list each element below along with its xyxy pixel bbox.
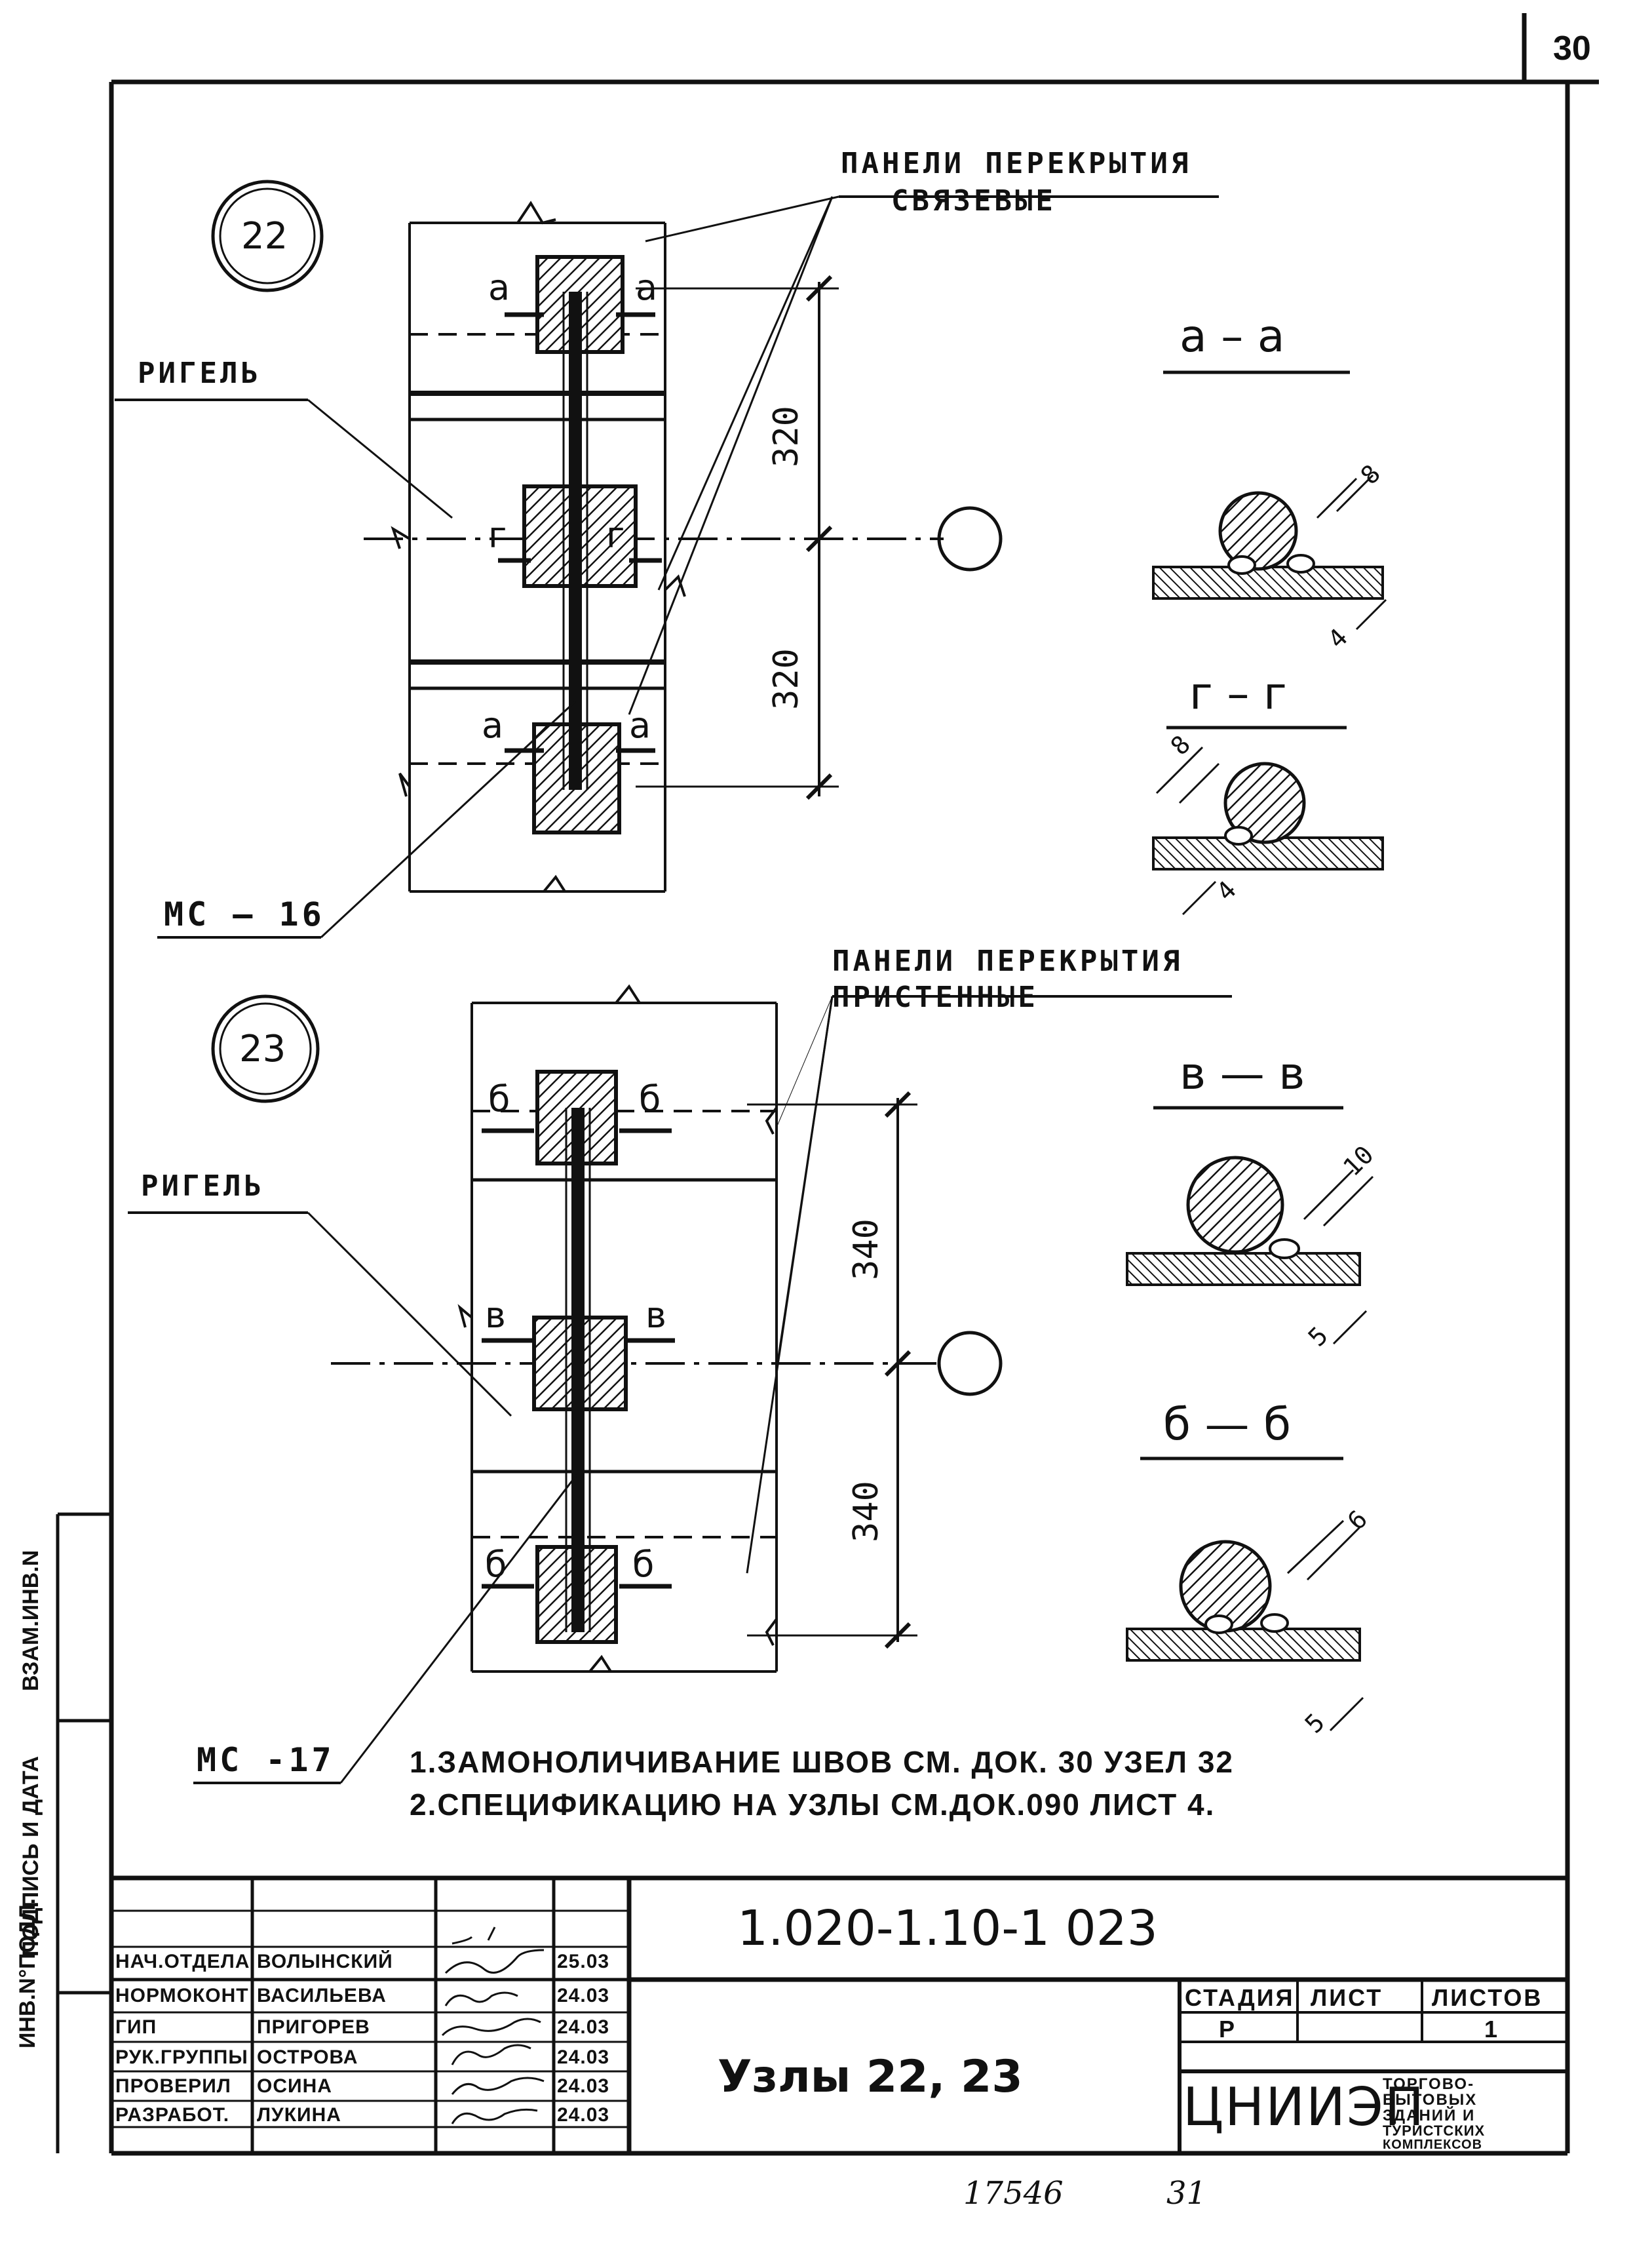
node-23-drawing [128,984,1232,1784]
org-desc-1: ТОРГОВО- [1383,2075,1475,2093]
staff-role: ГИП [115,2016,157,2038]
document-title: Узлы 22, 23 [718,2051,1023,2103]
staff-name: ЛУКИНА [257,2104,341,2126]
side-stamp-replace-inv: ВЗАМ.ИНВ.N [18,1550,43,1691]
archive-number: 17546 [963,2175,1064,2212]
side-stamp-sign-date: ПОДПИСЬ И ДАТА [18,1755,43,1957]
node-22-drawing [115,180,1219,939]
dimension-340-bottom: 340 [846,1481,886,1542]
mark-b-left-top: б [488,1078,510,1120]
dimension-340-top: 340 [846,1219,886,1280]
header-sheets: ЛИСТОВ [1432,1984,1543,2011]
section-bb-drawing [1126,1457,1364,1732]
label-rigel-bottom: РИГЕЛЬ [141,1169,265,1203]
title-block-grid [111,1875,1567,2153]
mark-b-right-top: б [639,1078,661,1120]
note-1: 1.ЗАМОНОЛИЧИВАНИЕ ШВОВ СМ. ДОК. 30 УЗЕЛ … [410,1745,1235,1779]
staff-date: 24.03 [557,1985,610,2006]
staff-role: РУК.ГРУППЫ [115,2046,248,2068]
mark-b-right-bottom: б [632,1544,655,1585]
staff-name: ОСТРОВА [257,2046,358,2068]
staff-name: ОСИНА [257,2075,332,2097]
staff-date: 24.03 [557,2046,610,2068]
staff-date: 24.03 [557,2016,610,2038]
dimension-320-bottom: 320 [766,648,806,710]
org-desc-3: ЗДАНИЙ И [1383,2107,1476,2124]
header-sheet: ЛИСТ [1311,1984,1383,2011]
staff-date: 24.03 [557,2075,610,2097]
staff-role: НОРМОКОНТ [115,1985,249,2006]
staff-date: 25.03 [557,1951,610,1972]
org-desc-5: КОМПЛЕКСОВ [1383,2138,1483,2152]
label-panels-wall-line2: ПРИСТЕННЫЕ [832,981,1039,1014]
staff-name: ВОЛЫНСКИЙ [257,1951,393,1972]
section-gg-title: г – г [1189,668,1287,720]
document-code: 1.020-1.10-1 023 [737,1900,1158,1957]
page-number: 30 [1553,29,1591,68]
label-panels-link-line1: ПАНЕЛИ ПЕРЕКРЫТИЯ [841,147,1192,180]
value-stage: Р [1219,2016,1235,2043]
value-sheets: 1 [1484,2016,1498,2043]
mark-b-left-bottom: б [485,1544,507,1585]
staff-date: 24.03 [557,2104,610,2126]
label-mc17: МС -17 [197,1741,335,1779]
mark-a-left-bottom: а [482,705,504,746]
signatures [441,1926,545,2124]
section-gg-drawing [1152,726,1384,916]
label-rigel-top: РИГЕЛЬ [138,357,261,390]
org-desc-4: ТУРИСТСКИХ [1383,2122,1486,2139]
mark-a-right-top: а [636,267,658,308]
section-bb-title: б — б [1163,1399,1292,1451]
staff-name: ВАСИЛЬЕВА [257,1985,387,2006]
staff-role: РАЗРАБОТ. [115,2104,230,2126]
staff-role: ПРОВЕРИЛ [115,2075,231,2097]
mark-v-right: в [645,1295,666,1336]
dimension-320-top: 320 [766,406,806,467]
node-23-number: 23 [239,1028,286,1070]
label-panels-link-line2: СВЯЗЕВЫЕ [891,184,1056,218]
mark-v-left: в [485,1295,506,1336]
document-number: 31 [1166,2175,1207,2212]
sheet-frame [56,13,1599,2156]
header-stage: СТАДИЯ [1185,1984,1295,2011]
mark-a-left-top: а [488,267,510,308]
section-aa-drawing [1152,370,1387,631]
node-22-number: 22 [241,215,288,258]
section-vv-title: в — в [1180,1048,1305,1100]
section-vv-drawing [1126,1106,1374,1345]
staff-role: НАЧ.ОТДЕЛА [115,1951,250,1972]
org-desc-2: БЫТОВЫХ [1383,2091,1478,2109]
staff-name: ПРИГОРЕВ [257,2016,370,2038]
section-aa-title: а – а [1180,311,1285,362]
mark-g-right: г [606,515,625,556]
label-mc16: МС – 16 [164,895,325,933]
mark-a-right-bottom: а [629,705,651,746]
mark-g-left: г [488,515,507,556]
note-2: 2.СПЕЦИФИКАЦИЮ НА УЗЛЫ СМ.ДОК.090 ЛИСТ 4… [410,1788,1216,1822]
organization-name: ЦНИИЭП [1183,2077,1425,2138]
label-panels-wall-line1: ПАНЕЛИ ПЕРЕКРЫТИЯ [832,945,1183,978]
